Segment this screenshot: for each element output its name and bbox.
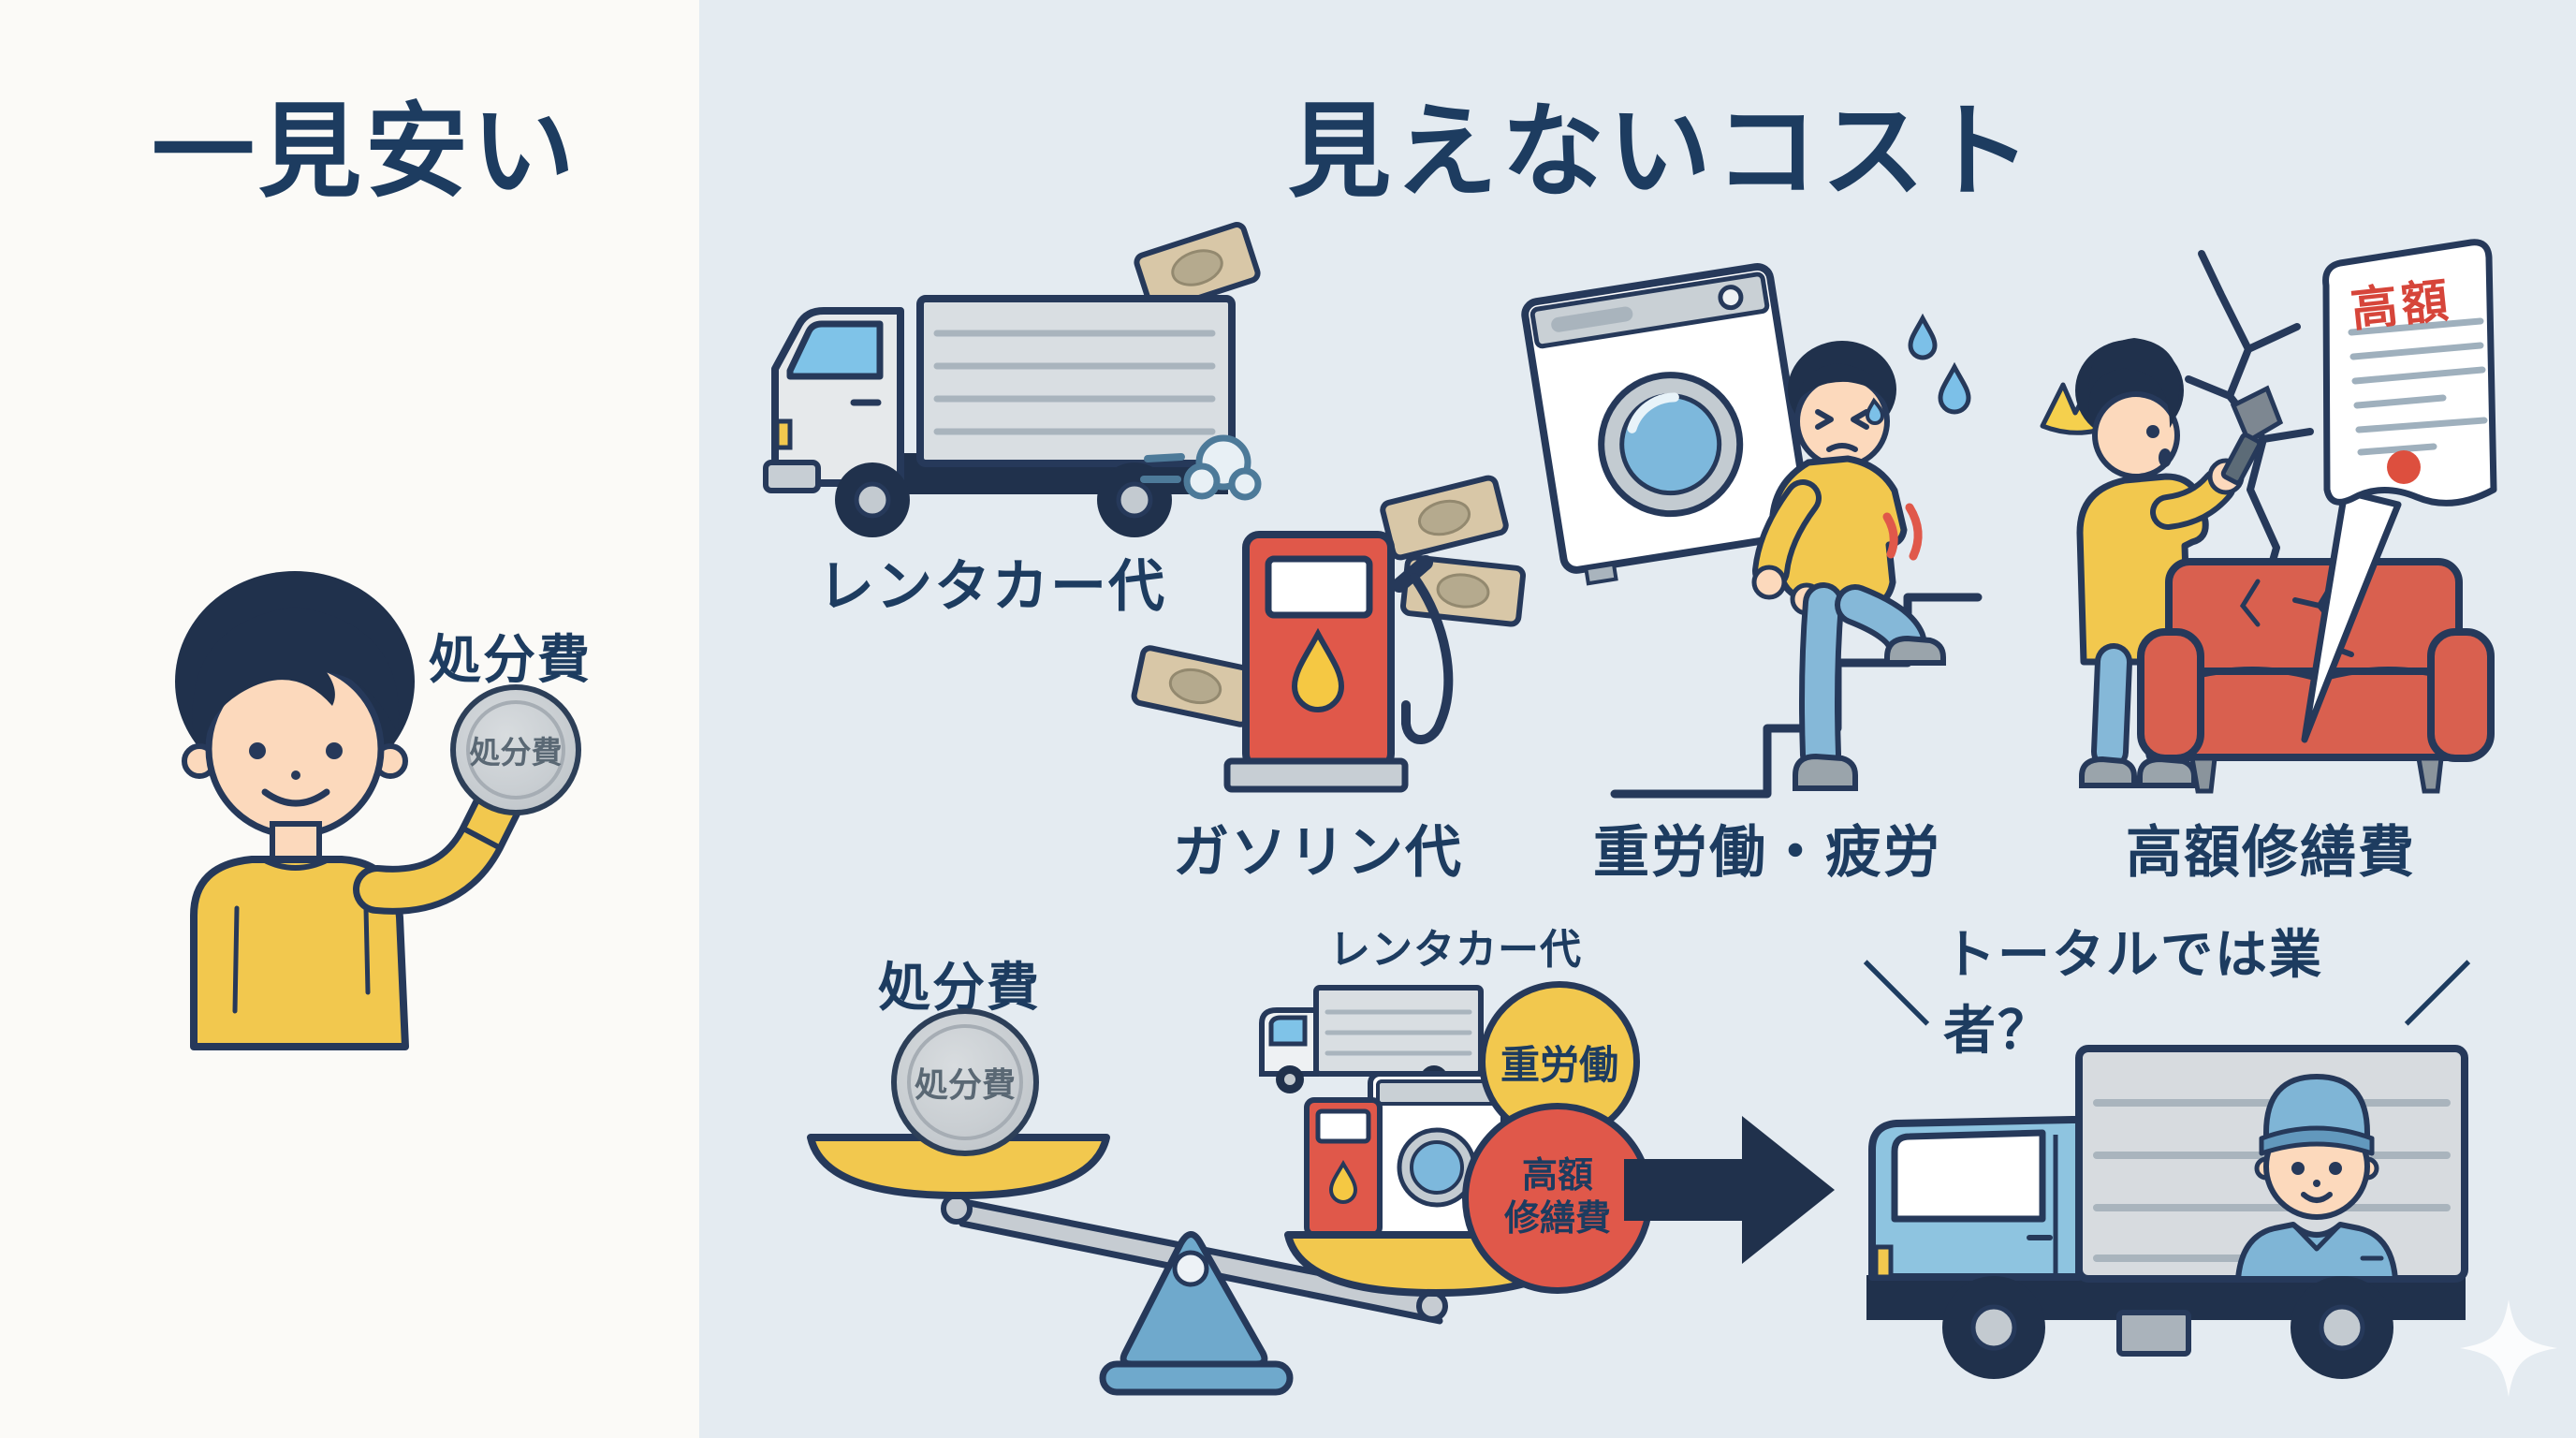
scale-disposal-label: 処分費 bbox=[878, 958, 1041, 1017]
repair-badge-line2: 修繕費 bbox=[1503, 1199, 1611, 1239]
broken-fragment bbox=[2230, 385, 2284, 445]
cargo-box-lines bbox=[933, 330, 1216, 435]
arrow-right-icon bbox=[1624, 1116, 1835, 1264]
washing-machine-icon bbox=[1521, 262, 1813, 586]
service-truck-wheels bbox=[1942, 1276, 2393, 1379]
scale-rental-label: レンタカー代 bbox=[1329, 927, 1582, 973]
service-truck-icon bbox=[1866, 1045, 2468, 1379]
money-bill-icon bbox=[1380, 475, 1509, 561]
crack-icon bbox=[2185, 250, 2314, 591]
money-bill-icon bbox=[1134, 222, 1261, 314]
strain-mark bbox=[1905, 503, 1923, 561]
slash-left: ＼ bbox=[1863, 958, 1931, 1034]
repair-badge-line1: 高額 bbox=[1521, 1156, 1593, 1196]
pump-base bbox=[1223, 757, 1409, 793]
broken-piece-in-hand bbox=[2220, 433, 2262, 485]
carrying-person bbox=[1751, 341, 1946, 791]
scale-base bbox=[1099, 1360, 1294, 1396]
sweat-drops-icon bbox=[1908, 313, 1971, 415]
pump-hose bbox=[1401, 573, 1454, 744]
conclusion-text: ＼ トータルでは業者？ ／ bbox=[1863, 925, 2471, 1060]
right-title: 見えないコスト bbox=[1288, 95, 2035, 210]
person-body bbox=[190, 761, 537, 1050]
mini-pump-icon bbox=[1304, 1097, 1383, 1238]
pump-screen bbox=[1265, 555, 1373, 619]
left-title: 一見安い bbox=[152, 95, 578, 210]
person-head bbox=[175, 571, 415, 839]
invoice-seal bbox=[2387, 450, 2421, 484]
rental-cost-caption: レンタカー代 bbox=[818, 555, 1166, 618]
disposal-fee-coin: 処分費 bbox=[450, 684, 581, 815]
slash-right: ／ bbox=[2403, 958, 2471, 1034]
sparkle-icon bbox=[2460, 1299, 2557, 1397]
labor-fatigue-caption: 重労働・疲労 bbox=[1593, 821, 1941, 884]
truck-step-box bbox=[2116, 1310, 2191, 1357]
gasoline-cost-caption: ガソリン代 bbox=[1173, 821, 1463, 884]
scale-coin: 処分費 bbox=[891, 1008, 1039, 1156]
truck-cargo-box bbox=[916, 295, 1236, 467]
coin-text: 処分費 bbox=[469, 735, 563, 770]
service-truck-cab bbox=[1868, 1116, 2083, 1281]
rental-truck-icon bbox=[763, 222, 1262, 537]
repair-cost-icon bbox=[2040, 239, 2497, 794]
scale-coin-text: 処分費 bbox=[914, 1065, 1016, 1104]
truck-cab bbox=[763, 307, 904, 493]
disposal-fee-label: 処分費 bbox=[429, 630, 592, 689]
exhaust-icon bbox=[1140, 434, 1262, 501]
sofa-crack bbox=[2239, 579, 2261, 627]
worker-icon bbox=[2235, 1073, 2398, 1282]
fuel-drop-icon bbox=[1291, 627, 1345, 712]
heavy-labor-icon bbox=[1521, 262, 1983, 799]
labor-badge-text: 重労働 bbox=[1500, 1042, 1618, 1087]
repair-cost-caption: 高額修繕費 bbox=[2126, 821, 2416, 884]
scale-left-pan bbox=[807, 1134, 1110, 1199]
invoice-lines bbox=[2348, 317, 2488, 456]
invoice-speech-bubble bbox=[2301, 239, 2497, 743]
money-bill-icon bbox=[1131, 645, 1260, 727]
repair-badge: 高額 修繕費 bbox=[1462, 1103, 1653, 1294]
strain-mark bbox=[1882, 512, 1898, 559]
person-holding-coin-icon bbox=[175, 571, 537, 1050]
balance-scale-icon bbox=[807, 985, 1588, 1396]
gas-pump-icon bbox=[1131, 475, 1527, 793]
